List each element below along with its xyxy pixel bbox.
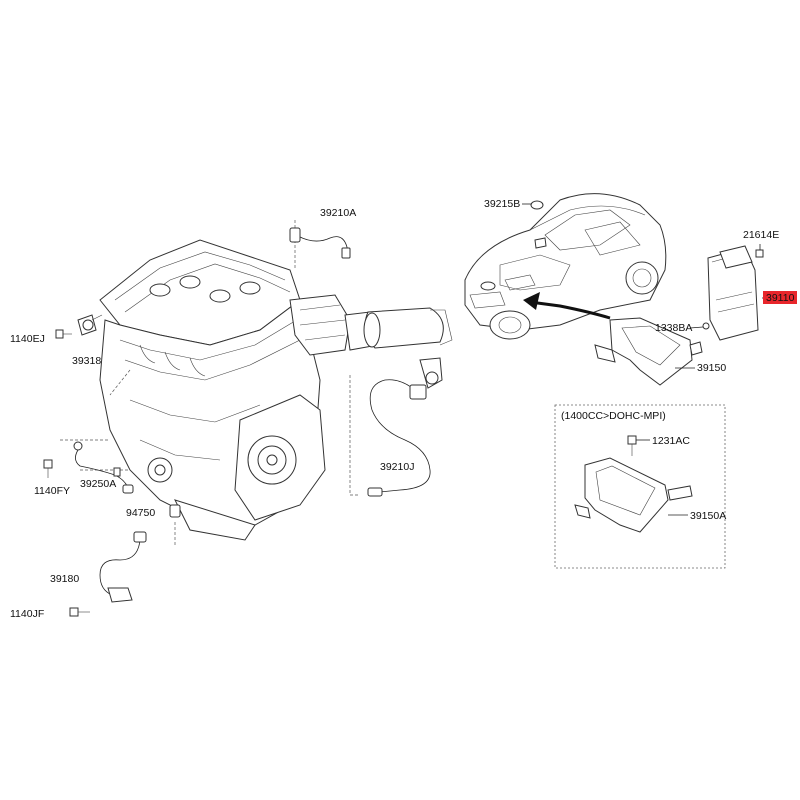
o2-sensor-39210A — [289, 227, 351, 259]
bolt-1140JF — [69, 607, 90, 617]
label-1140EJ: 1140EJ — [10, 333, 45, 345]
bolt-1231AC — [627, 435, 650, 456]
knock-sensor-39250A — [73, 441, 134, 494]
variant-box — [554, 404, 726, 569]
sensor-94750 — [169, 504, 181, 518]
bracket-39150 — [594, 317, 703, 386]
callout-arrow — [523, 292, 611, 320]
label-39210J: 39210J — [380, 461, 414, 473]
label-39180: 39180 — [50, 573, 79, 585]
car-illustration — [464, 193, 667, 340]
label-1338BA: 1338BA — [655, 322, 692, 334]
highlight-39110 — [763, 291, 797, 304]
label-1231AC: 1231AC — [652, 435, 690, 447]
bracket-39150A — [574, 457, 693, 533]
label-1140JF: 1140JF — [10, 608, 44, 620]
exhaust-manifold — [289, 294, 453, 389]
bolt-21614E — [755, 244, 764, 258]
label-39150: 39150 — [697, 362, 726, 374]
label-21614E: 21614E — [743, 229, 779, 241]
label-94750: 94750 — [126, 507, 155, 519]
label-39210A: 39210A — [320, 207, 356, 219]
label-39215B: 39215B — [484, 198, 520, 210]
engine-assembly — [99, 239, 326, 541]
ecu-39110 — [707, 245, 770, 341]
o2-sensor-39210J — [367, 379, 431, 497]
bolt-1140FY — [43, 459, 53, 478]
cam-sensor-39318 — [77, 314, 103, 336]
label-39250A: 39250A — [80, 478, 116, 490]
cap-39215B — [522, 200, 544, 210]
label-1140FY: 1140FY — [34, 485, 70, 497]
bolt-1140EJ — [55, 329, 72, 339]
crank-sensor-39180 — [99, 531, 147, 603]
label-39150A: 39150A — [690, 510, 726, 522]
label-39318: 39318 — [72, 355, 101, 367]
label-variant: (1400CC>DOHC-MPI) — [561, 410, 666, 422]
nut-1338BA — [689, 322, 710, 330]
label-39110: 39110 — [766, 292, 795, 304]
